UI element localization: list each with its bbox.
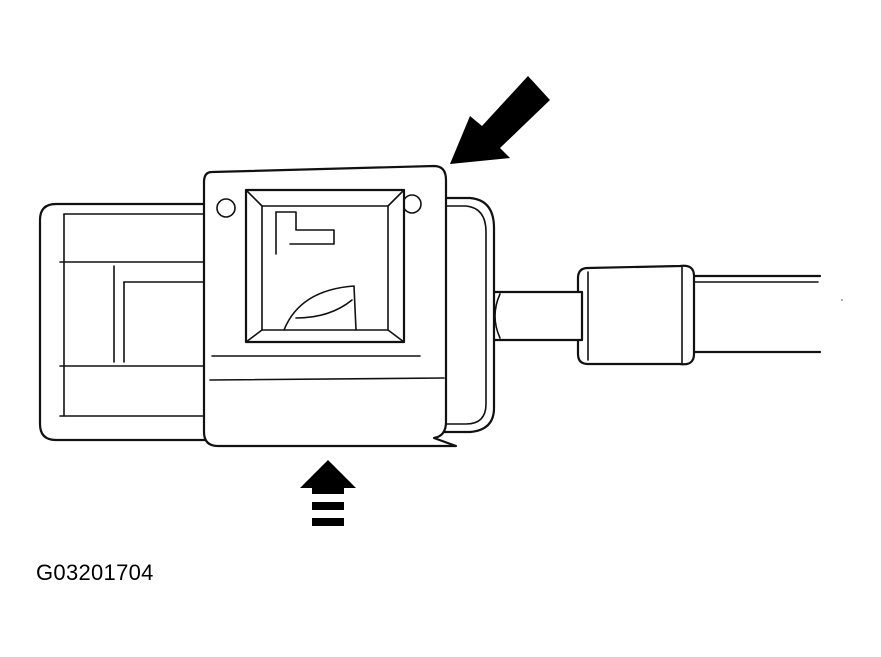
wire bbox=[688, 274, 822, 354]
rear-housing bbox=[438, 196, 496, 434]
wire-sleeve bbox=[576, 264, 696, 366]
speck bbox=[841, 299, 843, 301]
connector-shaft bbox=[482, 290, 584, 342]
lock-window bbox=[244, 188, 406, 344]
arrow-push-up-icon bbox=[300, 460, 356, 526]
figure-code: G03201704 bbox=[36, 560, 154, 585]
connector-housing bbox=[38, 202, 208, 442]
arrow-press-corner-icon bbox=[450, 76, 550, 164]
